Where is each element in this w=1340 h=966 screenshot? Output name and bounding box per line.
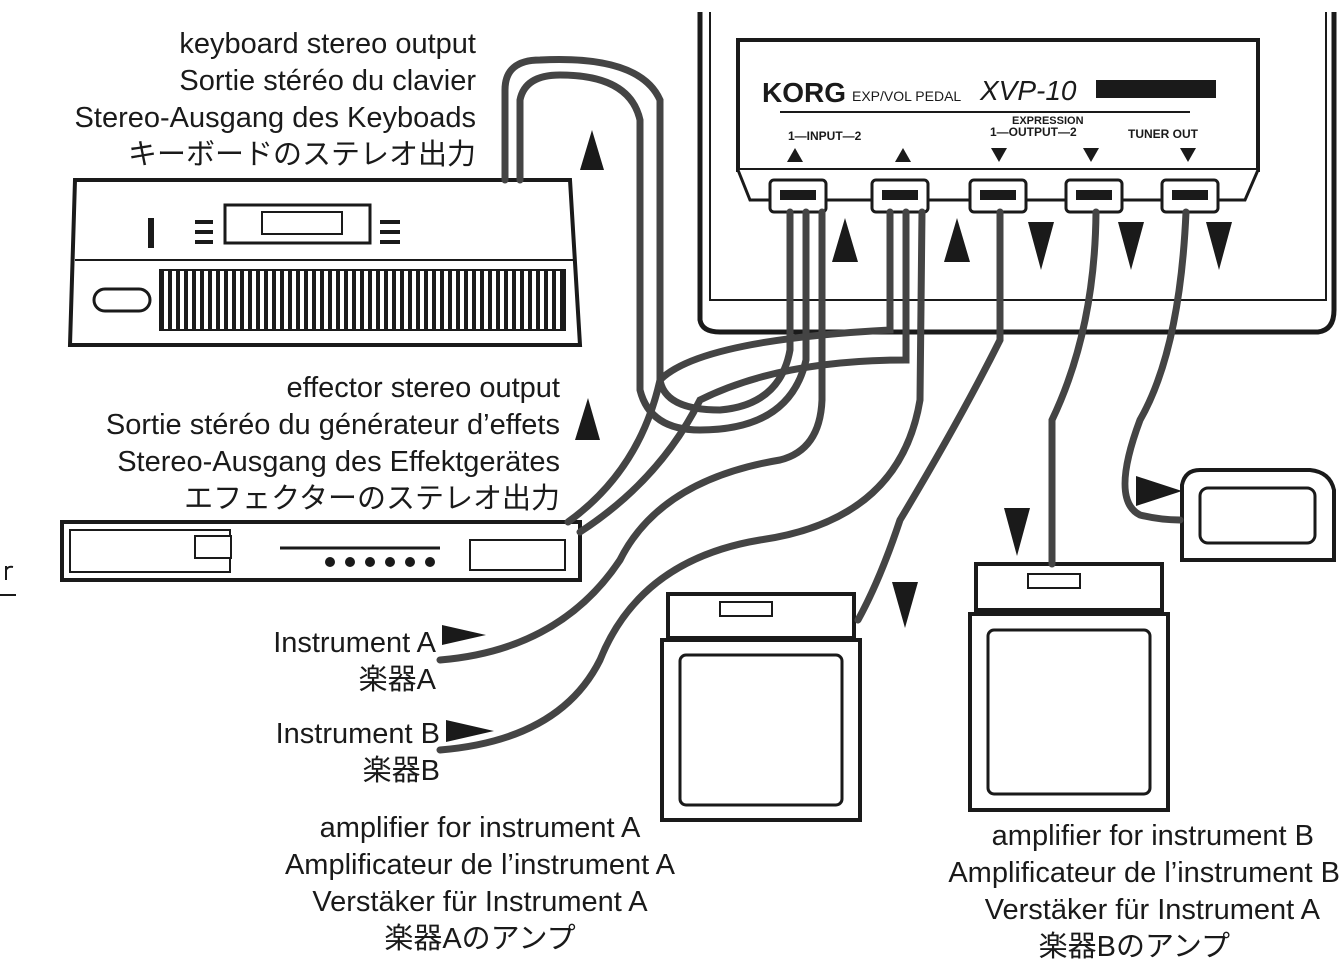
pedal-type: EXP/VOL PEDAL	[852, 88, 961, 104]
signal-arrows	[442, 130, 1232, 742]
keyboard-unit	[67, 178, 583, 347]
effector-output-label: effector stereo output Sortie stéréo du …	[105, 372, 560, 515]
arrow-down-amp-a	[892, 582, 918, 628]
arrow-right-instrument-b	[446, 720, 494, 742]
arrow-right-tuner	[1136, 476, 1182, 506]
tuner-unit	[1180, 468, 1336, 562]
arrow-down-output-2	[1118, 222, 1144, 270]
cables	[436, 56, 1190, 754]
input-label: 1—INPUT—2	[788, 129, 862, 143]
amplifier-b-label: amplifier for instrument B Amplificateur…	[948, 820, 1340, 963]
arrow-up-keyboard	[580, 130, 604, 170]
amplifier-a	[660, 592, 862, 822]
arrow-down-tuner	[1206, 222, 1232, 270]
arrow-right-instrument-a	[442, 625, 486, 645]
arrow-down-amp-b	[1004, 508, 1030, 556]
instrument-b-label: Instrument B 楽器B	[275, 718, 440, 787]
pedal-model: XVP-10	[979, 75, 1077, 106]
arrow-down-output-1	[1028, 222, 1054, 270]
expression-pedal: KORG EXP/VOL PEDAL XVP-10 EXPRESSION 1—I…	[697, 12, 1337, 335]
arrow-up-input-1	[832, 218, 858, 262]
instrument-a-label: Instrument A 楽器A	[273, 627, 436, 696]
tuner-out-label: TUNER OUT	[1128, 127, 1199, 141]
amplifier-b	[968, 562, 1170, 812]
pedal-brand: KORG	[762, 77, 846, 108]
amplifier-a-label: amplifier for instrument A Amplificateur…	[284, 812, 676, 955]
arrow-up-input-2	[944, 218, 970, 262]
effector-unit	[60, 520, 582, 582]
output-label: 1—OUTPUT—2	[990, 125, 1077, 139]
expression-label: EXPRESSION	[1012, 115, 1084, 127]
arrow-up-effector	[575, 398, 600, 440]
keyboard-output-label: keyboard stereo output Sortie stéréo du …	[74, 28, 476, 171]
